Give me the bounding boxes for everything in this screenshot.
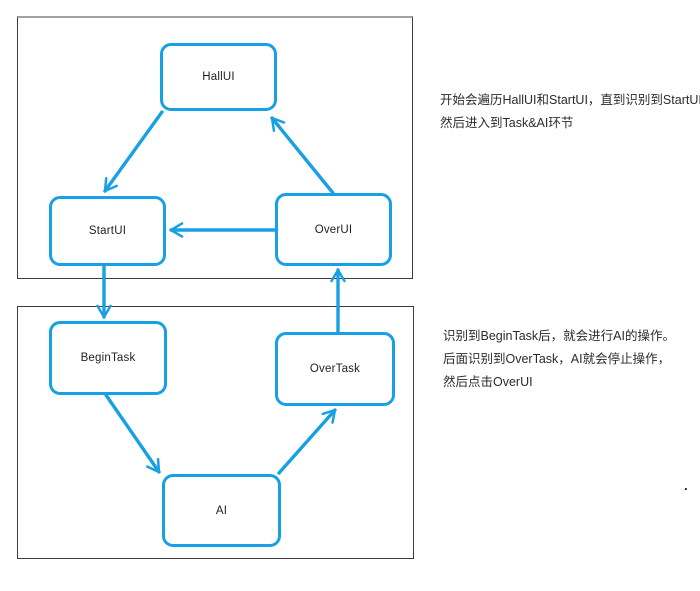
node-overui: OverUI [275,193,392,266]
note-task-ai-line3: 然后点击OverUI [443,375,533,389]
stray-dot: . [684,478,688,493]
note-task-ai-line1: 识别到BeginTask后，就会进行AI的操作。 [443,329,675,343]
note-ui-loop: 开始会遍历HallUI和StartUI，直到识别到StartUI， 然后进入到T… [440,89,700,135]
node-hallui: HallUI [160,43,277,111]
note-task-ai-line2: 后面识别到OverTask，AI就会停止操作， [443,352,671,366]
node-startui: StartUI [49,196,166,266]
note-task-ai: 识别到BeginTask后，就会进行AI的操作。 后面识别到OverTask，A… [443,325,675,394]
node-overtask: OverTask [275,332,395,406]
note-ui-loop-line2: 然后进入到Task&AI环节 [440,116,574,130]
node-ai: AI [162,474,281,547]
node-begintask: BeginTask [49,321,167,395]
note-ui-loop-line1: 开始会遍历HallUI和StartUI，直到识别到StartUI， [440,93,700,107]
